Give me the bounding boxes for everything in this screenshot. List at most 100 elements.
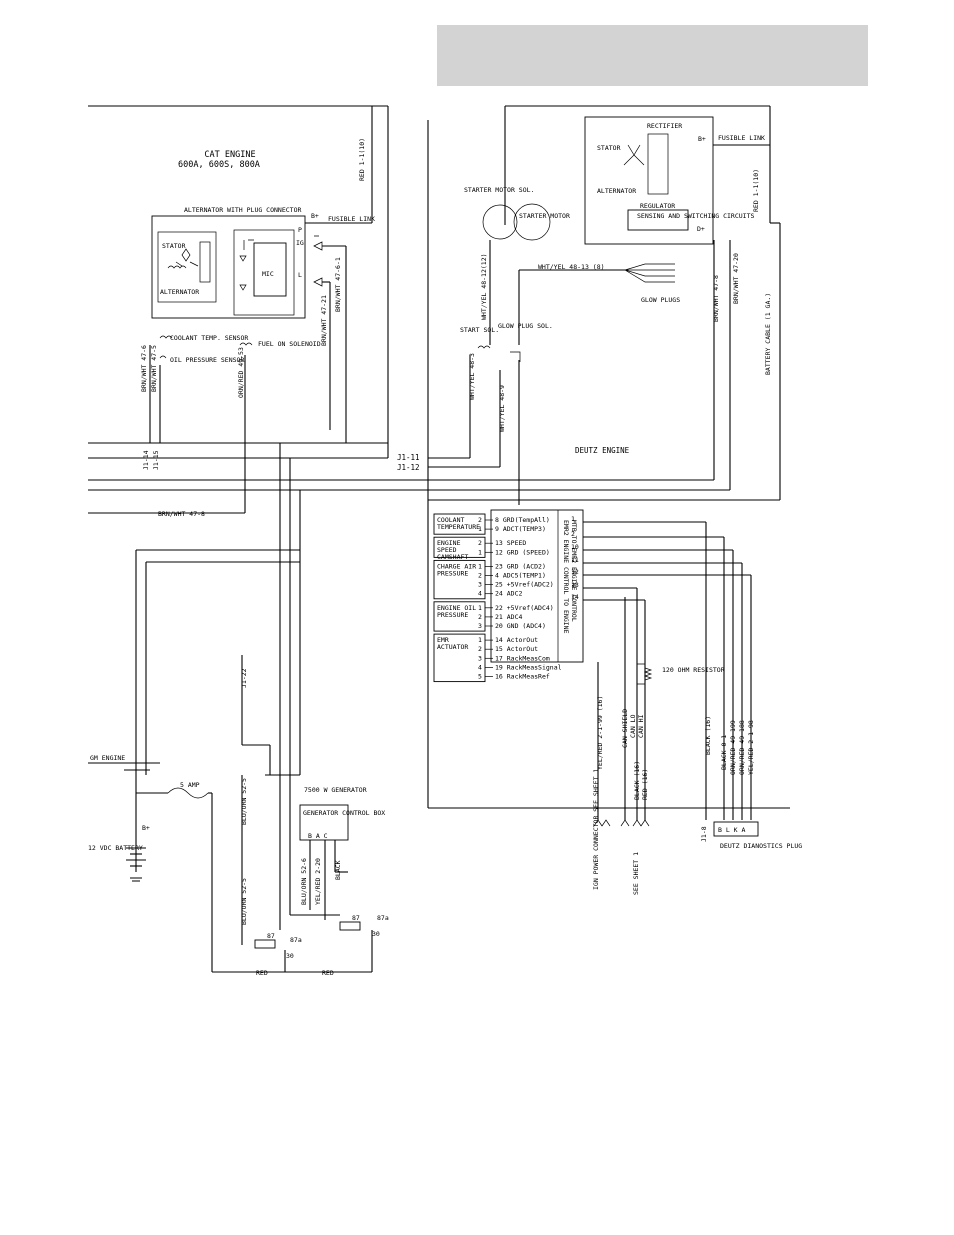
cat-stator-label: STATOR <box>162 242 186 250</box>
emr-sensor-name: EMR <box>437 636 449 644</box>
emr-signal: 20 GND (ADC4) <box>495 622 546 630</box>
wire-52-5-bottom: BLU/ORN 52-5 <box>240 878 248 925</box>
d-plus-label: D+ <box>697 225 705 233</box>
emr-vertical-label-2: MTB TO EMR2 ENGINE CONTROL <box>570 520 578 622</box>
orn-red-49-199: ORN/RED 49-199 <box>729 720 737 775</box>
cat-engine-models: 600A, 600S, 800A <box>178 160 260 170</box>
wire-label-red-1-1: RED 1-1(10) <box>358 138 366 181</box>
emr-sensor-pin: 1 <box>478 636 482 644</box>
gen-terms: B A C <box>308 832 328 840</box>
emr-output-pin: 14 <box>571 593 579 601</box>
relay-right-30: 30 <box>372 930 380 938</box>
emr-sensor-pin: 4 <box>478 590 482 598</box>
relay-right-87: 87 <box>352 914 360 922</box>
j1-11-label: J1-11 <box>397 453 420 462</box>
yel-red-2-1-98: YEL/RED 2-1-98 <box>747 720 755 775</box>
oil-pressure-sensor-label: OIL PRESSURE SENSOR <box>170 356 244 364</box>
emr-sensor-pin: 2 <box>478 516 482 524</box>
wire-label-49-53: ORN/RED 49-53 <box>237 347 245 398</box>
cat-alternator-label: ALTERNATOR <box>160 288 199 296</box>
emr-sensor-box <box>433 513 486 535</box>
emr-sensor-pin: 3 <box>478 581 482 589</box>
relay-left-30: 30 <box>286 952 294 960</box>
emr-output-pin: 1 <box>571 515 575 523</box>
fuse-label: 5 AMP <box>180 781 200 789</box>
emr-sensor-pin: 2 <box>478 645 482 653</box>
emr-output-pin: 2 <box>571 530 575 538</box>
black-16: BLACK (16) <box>633 761 641 800</box>
black-0-1: BLACK 0-1 <box>720 735 728 770</box>
deutz-fusible-link: FUSIBLE LINK <box>718 134 765 142</box>
j1-22-label: J1-22 <box>240 668 248 688</box>
emr-sensor-pin: 1 <box>478 604 482 612</box>
starter-sol-symbol <box>482 204 518 240</box>
wire-label-47-6: BRN/WHT 47-6 <box>140 345 148 392</box>
battery-label: 12 VDC BATTERY <box>88 844 143 852</box>
emr-sensor-name: ACTUATOR <box>437 643 468 651</box>
diag-plug-label: DEUTZ DIANOSTICS PLUG <box>720 842 802 850</box>
wire-52-6: BLU/ORN 52-6 <box>300 858 308 905</box>
term-p: P <box>298 226 302 234</box>
emr-sensor-box <box>433 536 486 558</box>
emr-output-pin: 11 <box>571 556 579 564</box>
emr-sensor-pin: 4 <box>478 663 482 671</box>
glow-plug-sol-label: GLOW PLUG SOL. <box>498 322 553 330</box>
cat-fusible-link-label: FUSIBLE LINK <box>328 215 375 223</box>
emr-signal: 15 ActorOut <box>495 645 538 653</box>
emr-sensor-pin: 5 <box>478 673 482 681</box>
wire-47-8-deutz: BRN/WHT 47-8 <box>712 275 720 322</box>
emr-signal: 17 RackMeasCom <box>495 654 550 662</box>
emr-signal: 23 GRD (ACD2) <box>495 562 546 570</box>
wire-label-47-8-left: BRN/WHT 47-8 <box>158 510 205 518</box>
can-hi: CAN HI <box>637 714 645 738</box>
emr-signal: 12 GRD (SPEED) <box>495 548 550 556</box>
relay-right <box>339 921 361 931</box>
deutz-b-plus: B+ <box>698 135 706 143</box>
gen-box-label: GENERATOR CONTROL BOX <box>303 809 385 817</box>
gm-engine-label: GM ENGINE <box>90 754 125 762</box>
starter-motor-sol-label: STARTER MOTOR SOL. <box>464 186 534 194</box>
wire-48-3-label: WHT/YEL 48-3 <box>468 353 476 400</box>
emr-sensor-pin: 2 <box>478 539 482 547</box>
emr-sensor-name: ENGINE <box>437 539 461 547</box>
wire-52-5-top: BLU/ORN 52-5 <box>240 778 248 825</box>
fuel-solenoid-label: FUEL ON SOLENOID <box>258 340 321 348</box>
red-label-2: RED <box>322 969 334 977</box>
emr-sensor-pin: 2 <box>478 613 482 621</box>
emr-controller-box <box>490 509 584 663</box>
header-banner <box>437 25 868 86</box>
emr-sensor-name: CHARGE AIR <box>437 562 476 570</box>
wire-2-20: YEL/RED 2-20 <box>314 858 322 905</box>
sensing-label: SENSING AND SWITCHING CIRCUITS <box>637 212 754 220</box>
cat-b-plus: B+ <box>311 212 319 220</box>
term-l: L <box>298 271 302 279</box>
rectifier-label: RECTIFIER <box>647 122 682 130</box>
emr-output-pin: 12 <box>571 568 579 576</box>
cat-engine-section: CAT ENGINE 600A, 600S, 800A RED 1-1(10) … <box>88 105 500 775</box>
diag-pins: B L K A <box>718 826 745 834</box>
emr-sensor-pin: 3 <box>478 654 482 662</box>
can-lo: CAN LO <box>629 714 637 738</box>
relay-left-87a: 87a <box>290 936 302 944</box>
j1-14-label: J1-14 <box>142 450 150 470</box>
emr-sensor-name: CAMSHAFT <box>437 553 468 561</box>
coolant-sensor-label: COOLANT TEMP. SENSOR <box>170 334 248 342</box>
emr-vertical-label: EMR2 ENGINE CONTROL TO ENGINE <box>562 520 570 634</box>
generator-label: 7500 W GENERATOR <box>304 786 367 794</box>
emr-sensor-name: PRESSURE <box>437 611 468 619</box>
emr-sensor-name: ENGINE OIL <box>437 604 476 612</box>
resistor-label: 120 OHM RESISTOR <box>662 666 725 674</box>
term-ig: IG <box>296 239 304 247</box>
emr-signal: 21 ADC4 <box>495 613 522 621</box>
glow-plugs-label: GLOW PLUGS <box>641 296 680 304</box>
emr-signal: 4 ADC5(TEMP1) <box>495 572 546 580</box>
bottom-section: GM ENGINE 5 AMP B+ 12 VDC BATTERY BLU/OR… <box>88 696 802 977</box>
emr-signal: 22 +5Vref(ADC4) <box>495 604 554 612</box>
emr-sensor-box <box>433 559 486 600</box>
j1-8-label: J1-8 <box>700 826 708 842</box>
start-sol-label: START SOL. <box>460 326 499 334</box>
emr-control-section: EMR2 ENGINE CONTROL TO ENGINE MTB TO EMR… <box>433 509 752 820</box>
emr-sensor-name: SPEED <box>437 546 457 554</box>
j1-12-label: J1-12 <box>397 463 420 472</box>
